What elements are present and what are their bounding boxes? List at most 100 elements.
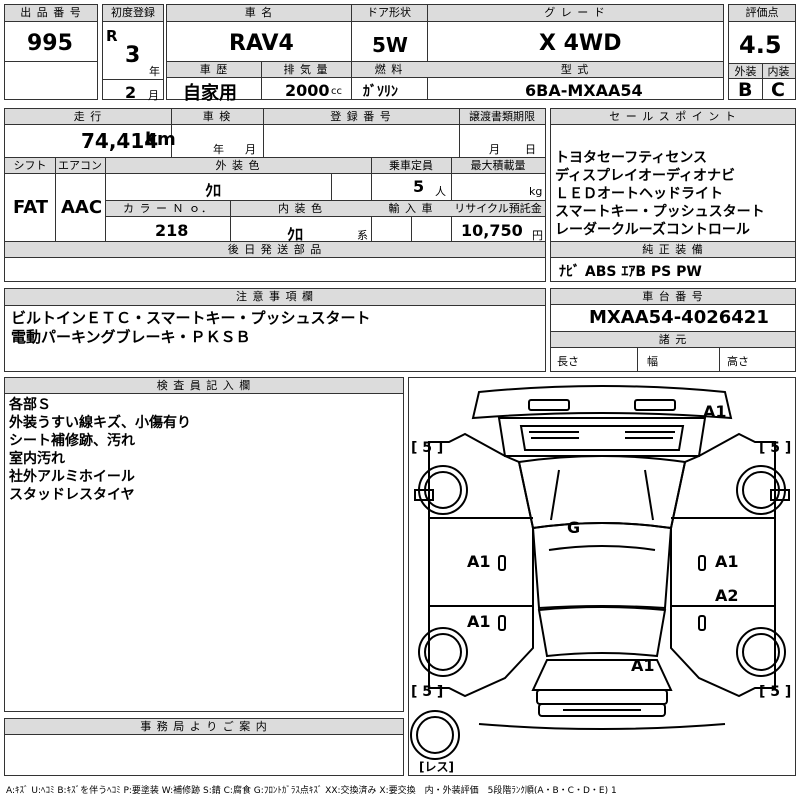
recycle-unit: 円 <box>532 229 543 242</box>
era: R <box>106 27 118 45</box>
first-reg-year: 3 <box>125 43 141 68</box>
vehicle-info-box: 車 名 ドア形状 グ レ ー ド RAV4 5W X 4WD 車 歴 排 気 量… <box>166 4 724 104</box>
lot-number-box: 出 品 番 号 995 <box>4 4 98 100</box>
inspector-note: 外装うすい線キズ、小傷有り <box>9 415 191 431</box>
height-label: 高さ <box>727 355 749 368</box>
rating-header: 評価点 <box>729 5 795 22</box>
history: 自家用 <box>183 83 237 104</box>
note-line: 電動パーキングブレーキ・ＰＫＳＢ <box>11 328 251 346</box>
aircon: AAC <box>61 197 103 218</box>
interior-color-suffix: 系 <box>357 229 368 242</box>
interior-grade: C <box>771 79 785 101</box>
inspector-note: 社外アルミホイール <box>9 469 135 485</box>
tire-depth-rear-right: [ 5 ] <box>759 684 792 700</box>
damage-left-front-door: A1 <box>467 552 491 571</box>
recycle-header: リサイクル預託金 <box>451 201 545 217</box>
shift: FAT <box>13 197 49 218</box>
sales-points-header: セ ー ル ス ポ イ ン ト <box>551 109 795 125</box>
door-type: 5W <box>372 33 408 57</box>
fuel: ｶﾞｿﾘﾝ <box>363 84 398 100</box>
aircon-header: エアコン <box>55 158 105 174</box>
transfer-doc-header: 譲渡書類期限 <box>459 109 545 125</box>
interior-color: ｸﾛ <box>287 225 304 244</box>
capacity: 5 <box>413 177 425 196</box>
month-unit: 月 <box>148 89 159 102</box>
tire-depth-front-right: [ 5 ] <box>759 440 792 456</box>
damage-left-rear-door: A1 <box>467 612 491 631</box>
car-name-header: 車 名 <box>167 5 351 22</box>
car-outline <box>410 385 790 760</box>
interior-grade-header: 内装 <box>762 64 795 79</box>
max-load-unit: kg <box>529 185 543 198</box>
mileage: 74,414 <box>81 129 159 153</box>
tire-depth-rear-left: [ 5 ] <box>411 684 444 700</box>
transfer-month-unit: 月 <box>489 143 500 156</box>
length-label: 長さ <box>557 355 579 368</box>
transfer-day-unit: 日 <box>525 143 536 156</box>
car-diagram: A1 G A1 A1 A1 A2 A1 [ 5 ] [ 5 ] [ 5 ] [ … <box>408 377 796 776</box>
first-registration-box: 初度登録 R 3 年 2 月 <box>102 4 164 102</box>
history-header: 車 歴 <box>167 62 261 78</box>
sales-point: ＬＥＤオートヘッドライト <box>555 186 723 202</box>
note-line: ビルトインＥＴＣ・スマートキー・プッシュスタート <box>11 309 371 327</box>
recycle-fee: 10,750 <box>461 221 523 240</box>
standard-equip-header: 純 正 装 備 <box>551 242 795 258</box>
model-code: 6BA-MXAA54 <box>525 81 643 100</box>
import-header: 輸 入 車 <box>371 201 451 217</box>
chassis-no-header: 車 台 番 号 <box>551 289 795 305</box>
mileage-unit: km <box>145 129 176 150</box>
inspector-note: 各部Ｓ <box>9 397 51 413</box>
notes-box: 注 意 事 項 欄 ビルトインＥＴＣ・スマートキー・プッシュスタート 電動パーキ… <box>4 288 546 372</box>
exterior-grade-header: 外装 <box>729 64 762 79</box>
model-code-header: 型 式 <box>427 62 723 78</box>
sales-points-box: セ ー ル ス ポ イ ン ト トヨタセーフティセンス ディスプレイオーディオナ… <box>550 108 796 282</box>
lot-number: 995 <box>27 31 73 56</box>
displacement-header: 排 気 量 <box>261 62 351 78</box>
inspection-month-unit: 月 <box>245 143 256 156</box>
notes-header: 注 意 事 項 欄 <box>5 289 545 306</box>
displacement-unit: cc <box>331 86 342 97</box>
office-header: 事 務 局 よ り ご 案 内 <box>5 719 403 735</box>
sales-point: スマートキー・プッシュスタート <box>555 204 765 220</box>
tire-depth-front-left: [ 5 ] <box>411 440 444 456</box>
office-box: 事 務 局 よ り ご 案 内 <box>4 718 404 776</box>
inspector-header: 検 査 員 記 入 欄 <box>5 378 403 394</box>
spare-tire-status: [レス] <box>419 760 454 774</box>
body-color-header: 外 装 色 <box>105 158 371 174</box>
width-label: 幅 <box>647 355 658 368</box>
grade-header: グ レ ー ド <box>427 5 723 22</box>
first-registration-header: 初度登録 <box>103 5 163 22</box>
legend: A:ｷｽﾞ U:ﾍｺﾐ B:ｷｽﾞを伴うﾍｺﾐ P:要塗装 W:補修跡 S:錆 … <box>6 786 617 796</box>
capacity-header: 乗車定員 <box>371 158 451 174</box>
lot-number-header: 出 品 番 号 <box>5 5 97 22</box>
car-name: RAV4 <box>229 31 294 56</box>
rating-box: 評価点 4.5 外装 内装 B C <box>728 4 796 101</box>
interior-color-header: 内 装 色 <box>230 201 371 217</box>
damage-rear: A1 <box>631 656 655 675</box>
grade: X 4WD <box>539 31 622 56</box>
displacement: 2000 <box>285 81 330 100</box>
standard-equipment: ﾅﾋﾞ ABS ｴｱB PS PW <box>559 264 702 280</box>
sales-point: レーダークルーズコントロール <box>555 222 750 238</box>
color-no-header: カ ラ ー Ｎ ｏ． <box>106 201 230 217</box>
inspector-box: 検 査 員 記 入 欄 各部Ｓ 外装うすい線キズ、小傷有り シート補修跡、汚れ … <box>4 377 404 712</box>
year-unit: 年 <box>149 65 160 78</box>
shift-header: シフト <box>5 158 55 174</box>
fuel-header: 燃 料 <box>351 62 427 78</box>
damage-top-right: A1 <box>703 402 727 421</box>
inspector-note: スタッドレスタイヤ <box>9 487 135 503</box>
door-header: ドア形状 <box>351 5 427 22</box>
reg-no-header: 登 録 番 号 <box>263 109 459 125</box>
later-parts-header: 後 日 発 送 部 品 <box>5 242 545 258</box>
chassis-number: MXAA54-4026421 <box>589 307 769 328</box>
overall-rating: 4.5 <box>739 31 782 59</box>
capacity-unit: 人 <box>435 185 446 198</box>
inspection-header: 車 検 <box>171 109 263 125</box>
sales-point: ディスプレイオーディオナビ <box>555 168 736 184</box>
sales-point: トヨタセーフティセンス <box>555 150 708 166</box>
inspector-note: 室内汚れ <box>9 451 65 467</box>
inspector-note: シート補修跡、汚れ <box>9 433 135 449</box>
first-reg-month: 2 <box>125 83 137 102</box>
damage-right-front-door: A1 <box>715 552 739 571</box>
dimensions-header: 諸 元 <box>551 332 795 348</box>
